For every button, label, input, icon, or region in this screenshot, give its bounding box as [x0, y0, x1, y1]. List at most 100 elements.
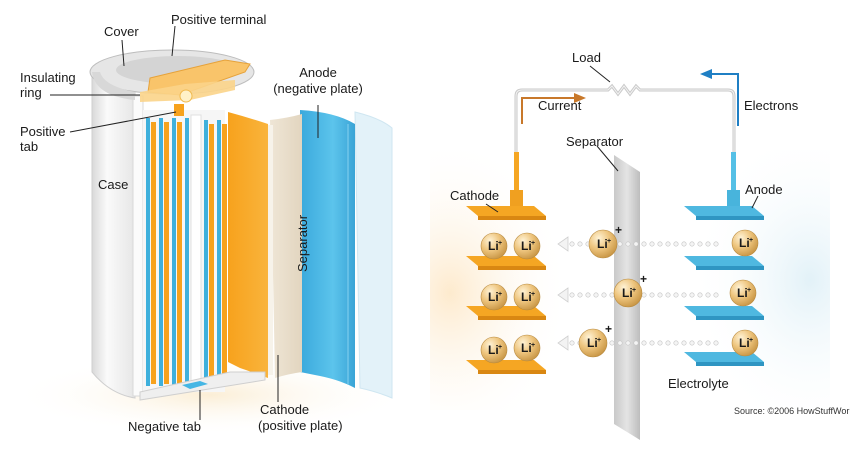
lithium-ion: Li+ [513, 334, 541, 362]
anode-sheet [300, 110, 355, 388]
cover-front-lip [92, 72, 135, 100]
lithium-ion: Li+ [731, 329, 759, 357]
ion-charge: + [531, 240, 535, 247]
label-anode: Anode [745, 182, 783, 197]
label-insulating-ring-1: Insulating [20, 70, 76, 85]
circuit-diagram: Li+Li+Li+Li+Li+Li+Li++Li++Li++Li+Li+Li+ [430, 65, 830, 440]
current-arrow [521, 97, 574, 124]
lithium-ion: Li+ [480, 283, 508, 311]
cathode-plate [466, 360, 546, 374]
negative-tab-shape [182, 381, 208, 389]
direction-arrowhead-icon [557, 236, 569, 252]
ion-charge: + [531, 342, 535, 349]
ion-charge-outer: + [640, 272, 647, 286]
lithium-ion: Li+ [480, 232, 508, 260]
case-inner-wall [132, 95, 144, 397]
separator-leader-line [596, 145, 619, 172]
direction-arrowhead-icon [557, 335, 569, 351]
ion-symbol: Li [488, 290, 499, 304]
load-leader-line [589, 65, 611, 83]
lithium-ion: Li+ [729, 279, 757, 307]
lithium-ion: Li++ [578, 322, 612, 358]
label-current: Current [538, 98, 582, 113]
anode-plate [684, 256, 764, 270]
ion-charge: + [597, 337, 601, 344]
ion-charge: + [498, 240, 502, 247]
anode-plate [684, 306, 764, 320]
label-positive-tab-1: Positive [20, 124, 66, 139]
outer-separator-sheet [354, 111, 393, 399]
electron-arrow [712, 73, 739, 126]
wound-electrode-layers [143, 110, 227, 392]
electron-arrowhead-icon [700, 69, 712, 79]
lithium-ion: Li+ [480, 336, 508, 364]
label-negative-tab: Negative tab [128, 419, 201, 434]
lithium-ion: Li++ [588, 223, 622, 259]
ion-symbol: Li [739, 236, 750, 250]
label-case: Case [98, 177, 128, 192]
bottom-insulator [139, 371, 266, 401]
label-separator-vertical: Separator [295, 214, 310, 272]
label-positive-terminal: Positive terminal [171, 12, 266, 27]
ion-charge: + [749, 337, 753, 344]
separator-sheet [270, 114, 302, 378]
ion-symbol: Li [521, 290, 532, 304]
lithium-ions: Li+Li+Li+Li+Li+Li+Li++Li++Li++Li+Li+Li+ [480, 223, 759, 364]
ion-symbol: Li [622, 286, 633, 300]
cathode-plate [466, 206, 546, 220]
ion-charge: + [607, 238, 611, 245]
cathode-leader-line [485, 203, 499, 213]
ion-charge: + [632, 287, 636, 294]
positive-tab-shape [174, 104, 184, 116]
ion-symbol: Li [737, 286, 748, 300]
ion-charge: + [749, 237, 753, 244]
ion-charge: + [498, 291, 502, 298]
separator-edge [265, 125, 273, 375]
lithium-ion: Li++ [613, 272, 647, 308]
anode-post [731, 152, 736, 194]
ion-symbol: Li [739, 336, 750, 350]
label-cathode: Cathode [450, 188, 499, 203]
ion-symbol: Li [521, 239, 532, 253]
label-anode-1: Anode [299, 65, 337, 80]
vent-ball [179, 89, 193, 103]
left-leader-lines [50, 25, 319, 420]
cathode-sheet [228, 112, 268, 378]
ion-charge: + [498, 344, 502, 351]
label-electrons: Electrons [744, 98, 799, 113]
source-credit: Source: ©2006 HowStuffWorks [734, 406, 850, 416]
anode-leader-line [751, 195, 759, 209]
lithium-ion: Li+ [513, 232, 541, 260]
label-anode-2: (negative plate) [273, 81, 363, 96]
lithium-ion: Li+ [513, 283, 541, 311]
label-positive-tab-2: tab [20, 139, 38, 154]
circuit-wire-highlight [515, 85, 735, 160]
label-insulating-ring-2: ring [20, 85, 42, 100]
cell-case [91, 71, 136, 399]
ion-charge: + [747, 287, 751, 294]
cathode-post [514, 152, 519, 194]
ion-symbol: Li [488, 343, 499, 357]
anode-glow [630, 150, 830, 410]
direction-arrowhead-icon [557, 287, 569, 303]
ion-charge-outer: + [615, 223, 622, 237]
current-arrowhead-icon [574, 93, 586, 103]
ion-symbol: Li [521, 341, 532, 355]
label-load: Load [572, 50, 601, 65]
lithium-ion: Li+ [731, 229, 759, 257]
label-cathode-1: Cathode [260, 402, 309, 417]
cell-cutaway [10, 49, 410, 435]
ion-symbol: Li [597, 237, 608, 251]
ion-charge: + [531, 291, 535, 298]
ion-symbol: Li [587, 336, 598, 350]
label-cathode-2: (positive plate) [258, 418, 343, 433]
label-separator: Separator [566, 134, 624, 149]
ion-symbol: Li [488, 239, 499, 253]
electrode-plates [466, 206, 764, 374]
ion-charge-outer: + [605, 322, 612, 336]
label-cover: Cover [104, 24, 139, 39]
cathode-plate [466, 256, 546, 270]
label-electrolyte: Electrolyte [668, 376, 729, 391]
anode-plate [684, 206, 764, 220]
